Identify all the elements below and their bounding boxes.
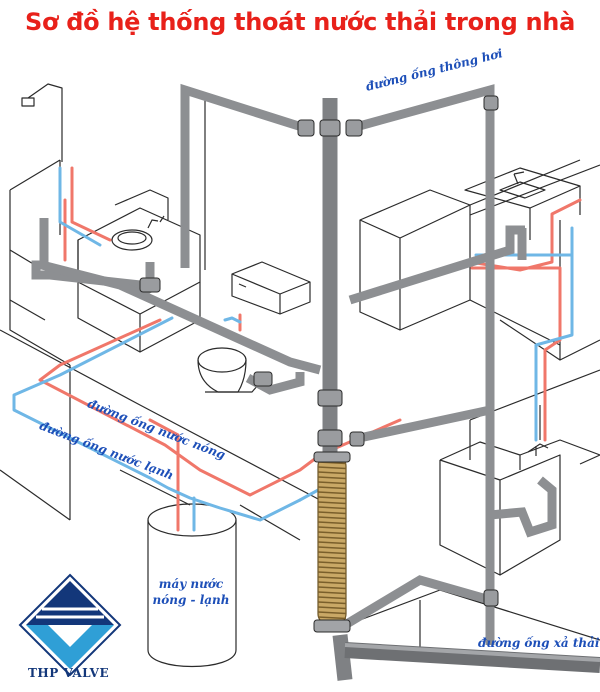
flex-rib (317, 536, 347, 540)
pipe-fittings (139, 95, 499, 607)
flex-rib (317, 526, 347, 530)
page-title: Sơ đồ hệ thống thoát nước thải trong nhà (25, 8, 575, 36)
flex-rib (317, 501, 347, 505)
flex-rib (317, 576, 347, 580)
water-heater-label: máy nước nóng - lạnh (146, 576, 236, 608)
flex-rib (317, 551, 347, 555)
flex-rib (317, 611, 347, 615)
water-heater-label-line1: máy nước (158, 577, 224, 591)
flex-rib (317, 586, 347, 590)
flex-rib (317, 581, 347, 585)
hot-water-pipes (38, 166, 582, 532)
flex-rib (317, 606, 347, 610)
flex-rib (317, 616, 347, 620)
flex-rib (317, 486, 347, 490)
flex-rib (317, 561, 347, 565)
flex-rib (317, 521, 347, 525)
flex-rib (317, 491, 347, 495)
flex-rib (317, 506, 347, 510)
flex-rib (317, 531, 347, 535)
cold-water-pipes (12, 166, 574, 627)
flex-rib (317, 511, 347, 515)
flex-rib (317, 571, 347, 575)
flex-rib (317, 591, 347, 595)
flex-rib (317, 541, 347, 545)
flex-rib (317, 601, 347, 605)
flex-rib (317, 566, 347, 570)
logo-text: THP VALVE (28, 666, 110, 680)
flex-rib (317, 466, 347, 470)
main-drain-pipe (344, 642, 600, 673)
flex-rib (317, 481, 347, 485)
flex-rib (317, 471, 347, 475)
flex-rib (317, 516, 347, 520)
logo-mark (18, 573, 122, 677)
flex-rib (317, 546, 347, 550)
drain-pipe-label: đường ống xả thải (478, 636, 600, 650)
flex-rib (317, 596, 347, 600)
flex-rib (317, 476, 347, 480)
flex-rib (317, 556, 347, 560)
water-heater-label-line2: nóng - lạnh (152, 593, 230, 607)
flex-connector (313, 451, 351, 633)
room-line-art (0, 83, 600, 668)
flex-rib (317, 496, 347, 500)
